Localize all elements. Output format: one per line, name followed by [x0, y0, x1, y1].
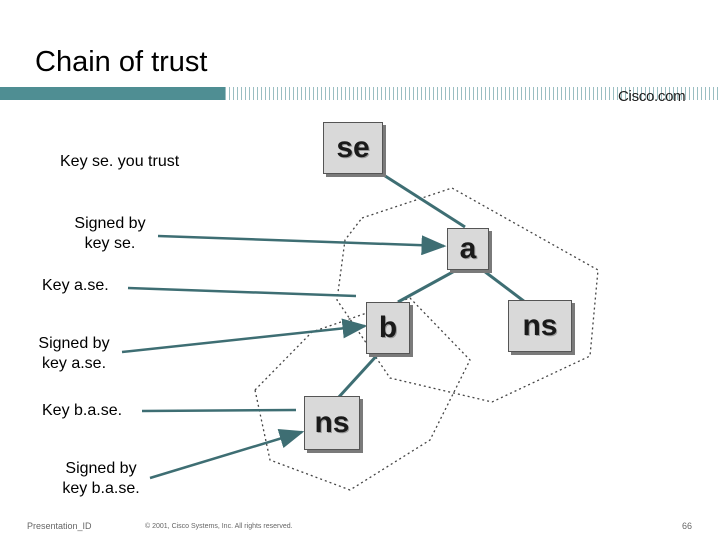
footer-page-number: 66: [682, 521, 693, 531]
arrow-signed-a: [121, 318, 368, 354]
link-se-a: [381, 172, 466, 229]
cisco-logo: Cisco.com: [618, 88, 686, 105]
link-a-b: [397, 266, 461, 304]
label-key-a: Key a.se.: [42, 277, 109, 294]
arrow-signed-b: [149, 428, 305, 480]
zone-a-outline: [254, 297, 471, 491]
footer-presentation-id: Presentation_ID: [27, 521, 92, 531]
arrow-signed-se: [157, 234, 447, 256]
arrow-key-b: [141, 408, 297, 413]
node-ns-right: ns: [508, 300, 572, 352]
node-a: a: [447, 228, 489, 270]
label-signed-by-b: Signed by key b.a.se.: [62, 460, 140, 497]
link-b-ns: [336, 350, 382, 400]
zone-se-outline: [336, 187, 599, 403]
footer-copyright: © 2001, Cisco Systems, Inc. All rights r…: [145, 523, 293, 530]
link-a-ns: [479, 266, 526, 304]
node-ns-bottom: ns: [304, 396, 360, 450]
title-bar-fade: [225, 87, 720, 100]
label-key-b: Key b.a.se.: [42, 402, 123, 419]
label-signed-by-a: Signed by key a.se.: [38, 335, 110, 372]
slide-title: Chain of trust: [35, 46, 208, 78]
node-se: se: [323, 122, 383, 174]
arrow-key-a: [127, 286, 357, 298]
title-bar: [0, 87, 225, 100]
label-signed-by-se: Signed by key se.: [74, 215, 146, 252]
node-b: b: [366, 302, 410, 354]
label-key-se: Key se. you trust: [60, 153, 180, 170]
